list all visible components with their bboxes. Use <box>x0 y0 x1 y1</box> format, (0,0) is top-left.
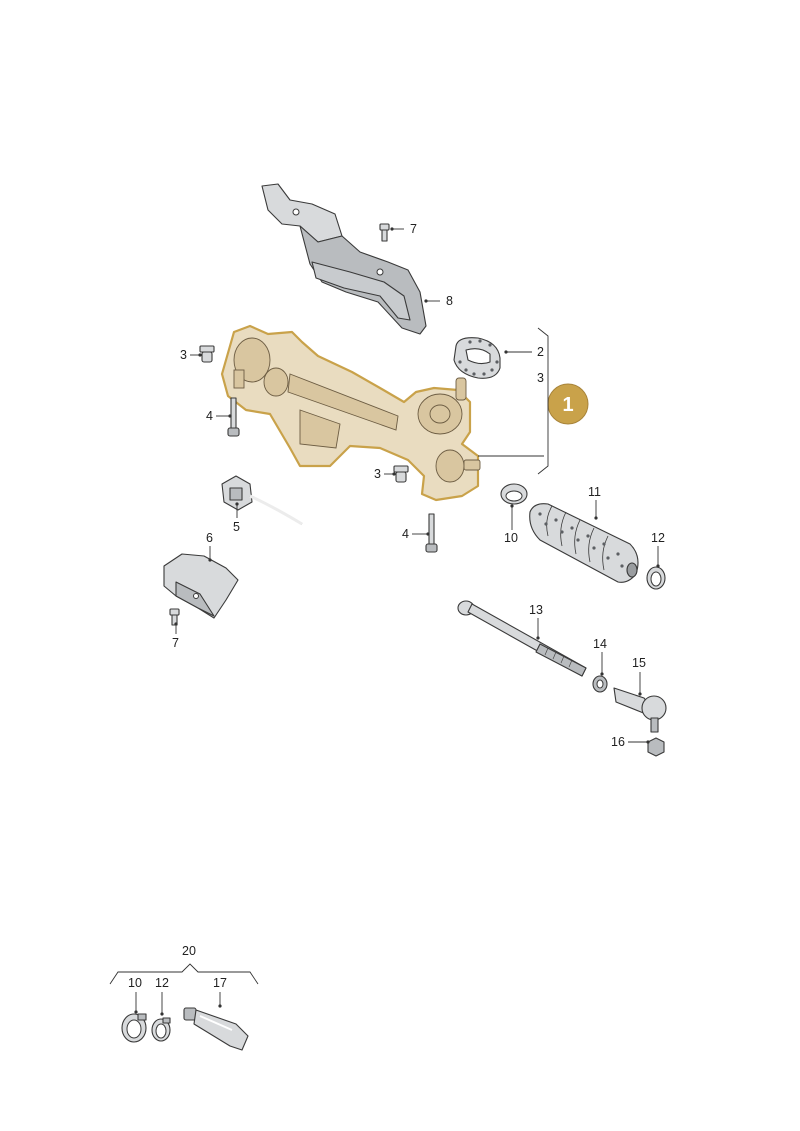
nut-part-14[interactable] <box>592 675 608 693</box>
callout-3-lower: 3 <box>374 467 381 481</box>
tie-rod-part-13[interactable] <box>457 600 587 677</box>
callout-10: 10 <box>504 531 518 545</box>
callout-2: 2 <box>537 345 544 359</box>
assembly-number-badge: 1 <box>547 383 589 425</box>
heat-shield-part[interactable] <box>261 183 427 335</box>
clamp-part-10[interactable] <box>500 483 528 505</box>
callout-7-bottom: 7 <box>172 636 179 650</box>
boot-part-11[interactable] <box>529 503 639 583</box>
steering-rack-assembly[interactable] <box>220 324 481 502</box>
callout-13: 13 <box>529 603 543 617</box>
cover-part-6[interactable] <box>163 553 239 619</box>
callout-3-left: 3 <box>180 348 187 362</box>
callout-labels: 7 8 2 3 3 4 3 4 5 6 7 10 11 12 13 14 15 … <box>172 222 665 749</box>
kit-grease-tube-17[interactable] <box>183 1007 249 1051</box>
clamp-part-12[interactable] <box>646 566 666 590</box>
callout-12: 12 <box>651 531 665 545</box>
kit-item-12-label: 12 <box>155 976 169 990</box>
callout-4-left: 4 <box>206 409 213 423</box>
sensor-part-5[interactable] <box>221 475 303 526</box>
screw-part-4-lower[interactable] <box>425 513 438 553</box>
callout-15: 15 <box>632 656 646 670</box>
bolt-part-3-lower[interactable] <box>393 465 409 483</box>
svg-text:1: 1 <box>562 394 573 416</box>
screw-part-4-left[interactable] <box>227 397 240 437</box>
callout-4-lower: 4 <box>402 527 409 541</box>
callout-3-bracket: 3 <box>537 371 544 385</box>
bracket-3 <box>478 327 549 475</box>
repair-kit-group-20: 20 10 12 17 <box>109 944 259 1016</box>
callout-7-top: 7 <box>410 222 417 236</box>
bolt-part-3-left[interactable] <box>199 345 215 363</box>
callout-6: 6 <box>206 531 213 545</box>
tie-rod-end-part-15[interactable] <box>613 687 667 733</box>
kit-item-17-label: 17 <box>213 976 227 990</box>
callout-8: 8 <box>446 294 453 308</box>
bolt-part-top[interactable] <box>379 223 390 242</box>
kit-clamp-10[interactable] <box>121 1013 147 1043</box>
callout-14: 14 <box>593 637 607 651</box>
bolt-part-bottom[interactable] <box>169 608 180 626</box>
nut-part-16[interactable] <box>647 737 665 757</box>
kit-clamp-12[interactable] <box>151 1017 171 1042</box>
mount-bushing-part[interactable] <box>453 337 501 379</box>
callout-5: 5 <box>233 520 240 534</box>
leader-lines <box>174 227 660 744</box>
kit-group-label: 20 <box>182 944 196 958</box>
callout-11: 11 <box>588 485 601 499</box>
callout-16: 16 <box>611 735 625 749</box>
kit-item-10-label: 10 <box>128 976 142 990</box>
